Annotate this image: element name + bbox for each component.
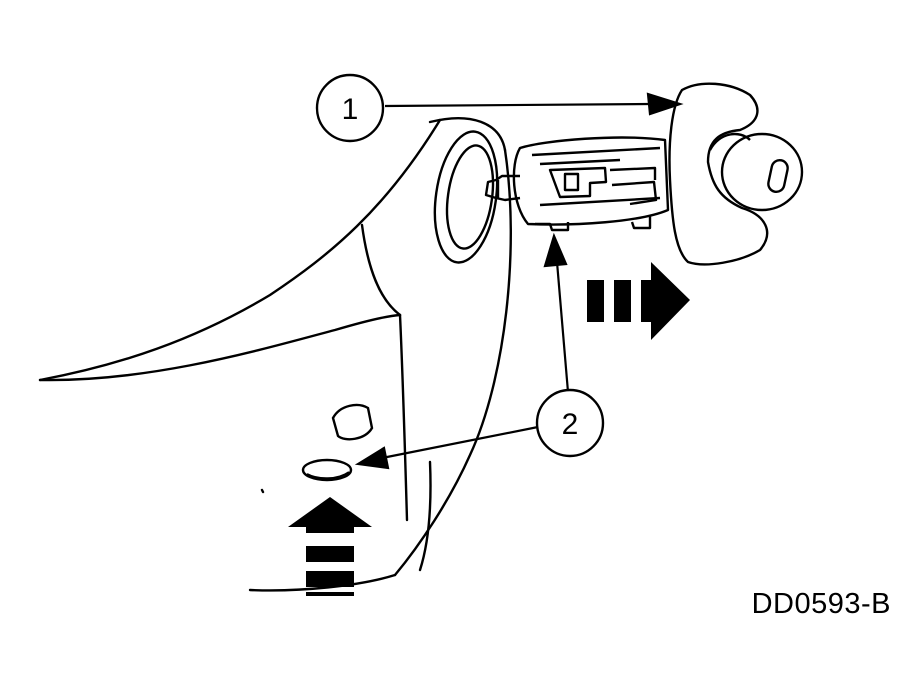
motion-arrow-right-icon <box>587 262 690 340</box>
cover-pad <box>331 403 374 441</box>
callout-1-label: 1 <box>342 93 359 126</box>
leader-lines <box>354 92 684 470</box>
key-head <box>720 132 804 212</box>
callout-2-label: 2 <box>562 408 579 441</box>
motion-arrow-up-icon <box>288 497 372 596</box>
lock-cylinder <box>484 136 670 232</box>
ignition-bore <box>433 130 499 264</box>
callout-2: 2 <box>535 388 605 458</box>
release-access-hole <box>301 458 353 482</box>
cylinder-bezel <box>668 82 769 266</box>
figure-code: DD0593-B <box>751 588 891 620</box>
steering-column-shroud <box>38 117 512 592</box>
callout-1: 1 <box>315 73 385 143</box>
